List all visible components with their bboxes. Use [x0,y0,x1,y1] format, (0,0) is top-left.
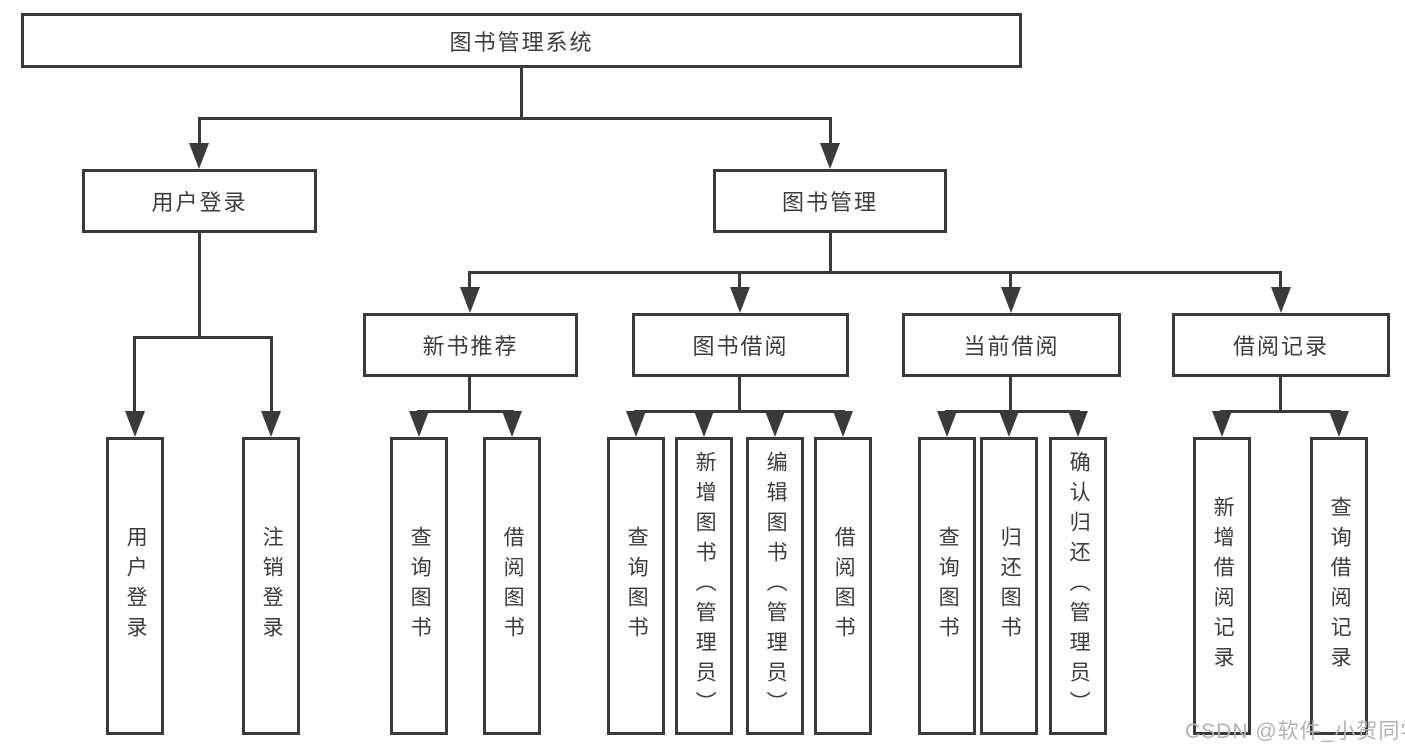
arrowhead-icon [261,411,281,437]
leaf-logout-label: 注销登录 [260,526,284,646]
node-book-borrowing-label: 图书借阅 [692,334,789,359]
leaf-query-books-borrowing: 查询图书 [607,437,665,735]
node-borrowing-records-label: 借阅记录 [1232,334,1329,359]
arrowhead-icon [999,411,1019,437]
leaf-borrow-books-recommend-label: 借阅图书 [501,526,525,646]
arrowhead-icon [833,411,853,437]
arrowhead-icon [409,411,429,437]
node-current-borrowing: 当前借阅 [902,313,1121,377]
arrowhead-icon [937,411,957,437]
connector [1220,410,1341,413]
arrowhead-icon [765,411,785,437]
root-node-library-system: 图书管理系统 [21,13,1022,68]
csdn-watermark: CSDN @软件_小贺同学 [1185,720,1405,743]
leaf-add-borrow-record: 新增借阅记录 [1193,437,1251,735]
connector [417,410,514,413]
connector [634,410,845,413]
arrowhead-icon [820,143,840,169]
leaf-query-books-borrowing-label: 查询图书 [625,526,649,646]
connector [198,233,201,338]
arrowhead-icon [1212,411,1232,437]
node-book-management: 图书管理 [713,169,947,233]
connector [133,336,136,412]
connector [468,271,471,289]
leaf-logout: 注销登录 [242,437,300,735]
node-user-login: 用户登录 [82,169,317,233]
connector [1009,377,1012,412]
node-new-book-recommend-label: 新书推荐 [422,334,519,359]
leaf-borrow-books-borrowing: 借阅图书 [814,437,872,735]
leaf-return-book-label: 归还图书 [998,526,1022,646]
leaf-add-book-admin-label: 新增图书（管理员） [693,451,717,721]
connector [829,117,832,145]
connector [468,377,471,412]
leaf-query-books-recommend-label: 查询图书 [408,526,432,646]
leaf-query-borrow-record: 查询借阅记录 [1310,437,1368,735]
arrowhead-icon [694,411,714,437]
leaf-query-books-recommend: 查询图书 [390,437,448,735]
arrowhead-icon [189,143,209,169]
arrowhead-icon [502,411,522,437]
leaf-edit-book-admin-label: 编辑图书（管理员） [764,451,788,721]
node-new-book-recommend: 新书推荐 [363,313,578,377]
leaf-add-borrow-record-label: 新增借阅记录 [1211,496,1235,676]
leaf-confirm-return-admin-label: 确认归还（管理员） [1067,451,1091,721]
leaf-return-book: 归还图书 [980,437,1038,735]
connector [738,271,741,289]
connector [1009,271,1012,289]
connector [738,377,741,412]
arrowhead-icon [1001,287,1021,313]
connector [198,117,832,120]
node-user-login-label: 用户登录 [151,190,248,215]
root-node-label: 图书管理系统 [449,29,594,55]
arrowhead-icon [1329,411,1349,437]
connector [270,336,273,412]
arrowhead-icon [730,287,750,313]
node-book-borrowing: 图书借阅 [632,313,849,377]
node-book-management-label: 图书管理 [781,190,878,215]
leaf-add-book-admin: 新增图书（管理员） [675,437,733,735]
leaf-edit-book-admin: 编辑图书（管理员） [746,437,804,735]
leaf-borrow-books-borrowing-label: 借阅图书 [832,526,856,646]
connector [520,68,523,120]
leaf-query-books-current: 查询图书 [918,437,976,735]
arrowhead-icon [626,411,646,437]
connector [198,117,201,145]
connector [1279,377,1282,412]
arrowhead-icon [125,411,145,437]
leaf-borrow-books-recommend: 借阅图书 [483,437,541,735]
leaf-user-login: 用户登录 [106,437,164,735]
arrowhead-icon [460,287,480,313]
leaf-query-books-current-label: 查询图书 [936,526,960,646]
leaf-user-login-label: 用户登录 [124,526,148,646]
arrowhead-icon [1068,411,1088,437]
connector [133,336,273,339]
arrowhead-icon [1271,287,1291,313]
connector [1279,271,1282,289]
node-borrowing-records: 借阅记录 [1172,313,1390,377]
connector [829,233,832,274]
leaf-confirm-return-admin: 确认归还（管理员） [1049,437,1107,735]
node-current-borrowing-label: 当前借阅 [963,334,1060,359]
leaf-query-borrow-record-label: 查询借阅记录 [1328,496,1352,676]
connector [468,271,1282,274]
